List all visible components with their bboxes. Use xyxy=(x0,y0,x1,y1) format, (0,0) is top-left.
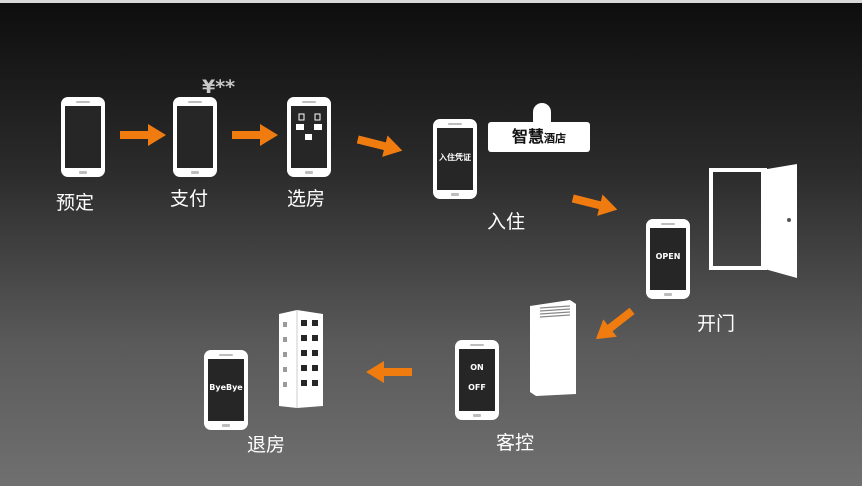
open-text: OPEN xyxy=(655,252,681,261)
checkin-phone-icon: 入住凭证 xyxy=(433,119,477,199)
hotel-building-icon xyxy=(279,310,323,408)
byebye-text: ByeBye xyxy=(209,383,243,392)
open-door-icon xyxy=(709,164,797,278)
arrow-right-icon xyxy=(356,135,403,157)
step-label-booking: 预定 xyxy=(56,192,95,214)
room-control-phone-icon: ON OFF xyxy=(455,340,499,420)
step-label-checkout: 退房 xyxy=(247,434,286,456)
yen-symbol-icon: ¥** xyxy=(202,76,236,98)
step-label-payment: 支付 xyxy=(170,188,209,210)
arrow-right-icon xyxy=(120,124,166,146)
smart-hotel-sign: 智慧酒店 xyxy=(488,122,590,152)
room-grid-icon xyxy=(296,113,322,140)
air-conditioner-icon xyxy=(530,300,576,396)
payment-phone-icon xyxy=(173,97,217,177)
step-label-open-door: 开门 xyxy=(697,313,736,335)
arrow-left-icon xyxy=(366,361,412,383)
top-border xyxy=(0,0,862,3)
checkin-voucher-text: 入住凭证 xyxy=(439,153,471,162)
room-select-phone-icon xyxy=(287,97,331,177)
hotel-sign-big-text: 智慧 xyxy=(511,127,544,146)
door-phone-icon: OPEN xyxy=(646,219,690,299)
booking-phone-icon xyxy=(61,97,105,177)
arrow-right-icon xyxy=(571,194,618,216)
step-label-room-control: 客控 xyxy=(496,432,535,454)
arrow-down-left-icon xyxy=(595,307,635,340)
on-text: ON xyxy=(470,363,484,372)
step-label-checkin: 入住 xyxy=(487,211,526,233)
off-text: OFF xyxy=(468,383,486,392)
bell-icon xyxy=(533,103,551,123)
arrow-right-icon xyxy=(232,124,278,146)
step-label-room-select: 选房 xyxy=(287,188,326,210)
hotel-sign-small-text: 酒店 xyxy=(544,132,566,145)
checkout-phone-icon: ByeBye xyxy=(204,350,248,430)
